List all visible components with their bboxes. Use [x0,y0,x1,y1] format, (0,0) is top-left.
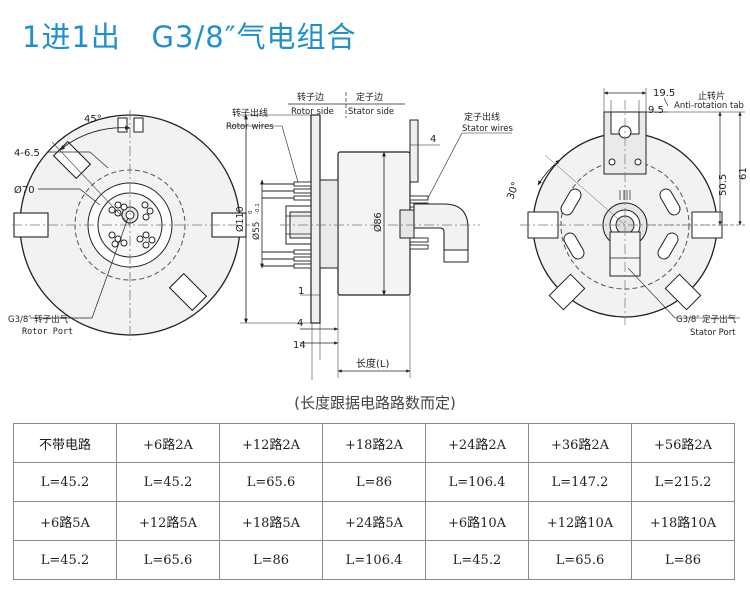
technical-drawing: 45° 4-6.5 Ø70 G3/8″ 转子出气 Rotor Port [8,88,749,380]
label-angle-45: 45° [84,114,102,125]
right-wire-marks [619,190,631,200]
spec-table: 不带电路 +6路2A +12路2A +18路2A +24路2A +36路2A +… [13,423,735,580]
left-top-tab-2 [133,117,144,133]
label-dim-61: 61 [738,167,749,180]
label-dim-50-5: 50.5 [718,174,729,196]
middle-side-view [226,92,512,380]
label-stator-side-cn: 定子边 [356,91,383,103]
label-rotor-wires-en: Rotor wires [226,122,274,132]
table-cell: +18路2A [322,423,426,463]
label-dim-1: 1 [298,286,304,297]
stator-tab [409,119,419,183]
label-anti-rot-en: Anti-rotation tab [674,101,744,111]
label-dia-110: Ø110 [235,206,246,232]
left-top-tab-1 [117,117,128,133]
table-cell: +18路5A [219,501,323,541]
table-cell: +12路10A [528,501,632,541]
right-slot-bottom-left [548,273,586,311]
rotor-flange [310,114,321,324]
table-cell: L=106.4 [322,540,426,580]
table-cell: L=65.6 [219,462,323,502]
label-dim-9-5: 9.5 [648,105,664,116]
left-wire-cluster-top [108,201,128,217]
table-cell: +6路10A [425,501,529,541]
table-cell: L=65.6 [116,540,220,580]
table-cell: L=45.2 [116,462,220,502]
left-wire-cluster-right [141,201,154,221]
table-cell: +12路2A [219,423,323,463]
left-slot-bottom-right [168,272,208,312]
label-rotor-side-en: Rotor side [291,107,334,117]
label-stator-wires-cn: 定子出线 [464,111,500,123]
label-rotor-side-cn: 转子边 [297,91,324,103]
label-stator-side-en: Stator side [348,107,394,117]
table-row: 不带电路 +6路2A +12路2A +18路2A +24路2A +36路2A +… [13,423,735,463]
table-cell: +36路2A [528,423,632,463]
right-oblong-2 [659,188,681,216]
table-cell: L=86 [322,462,426,502]
right-slot-bottom-right [664,273,702,311]
label-dia-70: Ø70 [14,184,35,196]
label-holes: 4-6.5 [14,148,40,159]
angle-45-arc [59,125,131,151]
left-wire-cluster-bottom-left [108,231,128,248]
table-cell: L=86 [219,540,323,580]
table-row: L=45.2 L=45.2 L=65.6 L=86 L=106.4 L=147.… [13,462,735,502]
label-angle-30: 30° [505,181,521,201]
label-anti-rot-cn: 止转片 [698,90,725,102]
label-dia-55: Ø55 [251,221,262,240]
label-stator-port-en: Stator Port [690,328,736,338]
right-oblong-4 [657,232,679,260]
right-oblong-1 [560,188,582,216]
label-rotor-port-en: Rotor Port [22,327,73,337]
label-tol-lower: -0.1 [255,203,261,214]
table-row: +6路5A +12路5A +18路5A +24路5A +6路10A +12路10… [13,501,735,541]
table-cell: L=45.2 [13,462,117,502]
table-cell: L=147.2 [528,462,632,502]
label-dia-86: Ø86 [373,212,384,232]
right-oblong-3 [563,232,585,260]
label-dim-4-top: 4 [430,134,436,145]
table-row: L=45.2 L=65.6 L=86 L=106.4 L=45.2 L=65.6… [13,540,735,580]
table-cell: +12路5A [116,501,220,541]
table-cell: +24路2A [425,423,529,463]
label-length-l: 长度(L) [356,357,389,370]
length-caption: (长度跟据电路路数而定) [294,394,456,412]
stator-elbow [413,203,469,251]
label-dim-14: 14 [293,340,306,351]
label-rotor-port-cn: G3/8″ 转子出气 [8,314,69,325]
table-cell: L=106.4 [425,462,529,502]
label-dia-55-group: Ø55 0 -0.1 [248,203,262,240]
label-tol-upper: 0 [248,210,254,214]
table-cell: L=45.2 [425,540,529,580]
table-cell: L=45.2 [13,540,117,580]
left-wire-cluster-bottom-right [136,231,156,249]
page-title: 1进1出 G3/8″气电组合 [22,20,357,54]
table-cell: +56路2A [631,423,735,463]
right-rear-view [520,88,745,325]
angle-30-arc [537,159,561,186]
label-dim-4-bottom: 4 [297,318,303,329]
label-dim-19-5: 19.5 [653,88,675,99]
stator-fitting-hex [399,209,415,239]
label-stator-wires-en: Stator wires [462,124,514,134]
table-cell: +6路2A [116,423,220,463]
rotor-wires [262,181,312,269]
label-stator-port-cn: G3/8″ 定子出气 [676,314,737,325]
rotor-neck [319,179,339,269]
table-cell: +24路5A [322,501,426,541]
stator-elbow-outlet [443,249,469,263]
left-front-view [12,110,250,340]
table-cell: L=86 [631,540,735,580]
table-cell: 不带电路 [13,423,117,463]
table-cell: +18路10A [631,501,735,541]
table-cell: L=65.6 [528,540,632,580]
label-rotor-wires-cn: 转子出线 [232,107,268,119]
table-cell: L=215.2 [631,462,735,502]
table-cell: +6路5A [13,501,117,541]
